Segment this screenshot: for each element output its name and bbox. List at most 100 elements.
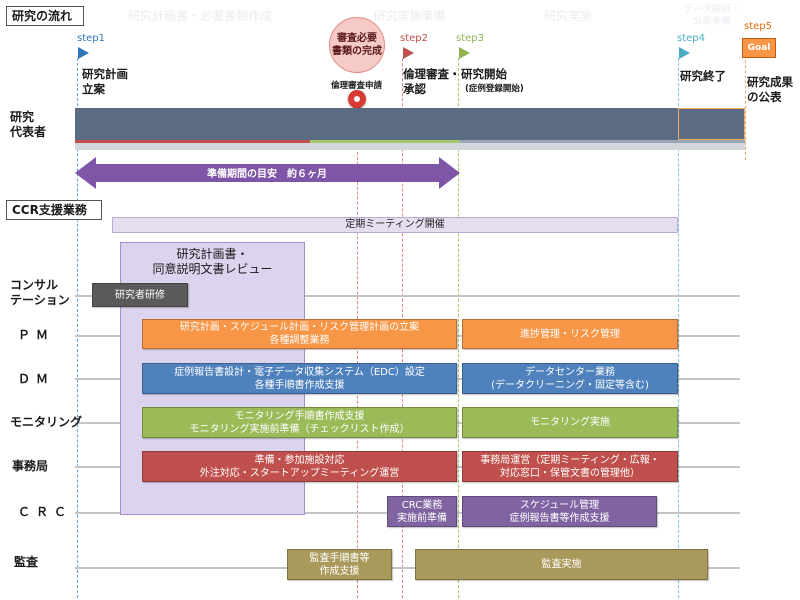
bar-text: 準備・参加施設対応 <box>254 454 345 466</box>
audit-row-label: 監査 <box>14 555 38 570</box>
label-line: ＣＲＣ <box>18 505 73 519</box>
office-operation-bar: 事務局運営（定期ミーティング・広報・ 対応窓口・保管文書の管理他） <box>462 451 678 482</box>
caption-line: 倫理審査・ <box>403 67 461 81</box>
caption-line: 立案 <box>82 82 105 96</box>
bar-text: 症例報告書設計・電子データ収集システム（EDC）設定 <box>174 366 425 378</box>
pm-planning-bar: 研究計画・スケジュール計画・リスク管理計画の立案 各種調整業務 <box>142 319 457 349</box>
bar-text: 各種調整業務 <box>269 335 330 346</box>
bar-text: スケジュール管理 <box>519 499 600 511</box>
label-line: 研究 <box>10 110 35 124</box>
step2-flag-icon <box>403 47 414 59</box>
monitoring-prep-bar: モニタリング手順書作成支援 モニタリング実施前準備（チェックリスト作成） <box>142 407 457 438</box>
crc-support-bar: スケジュール管理 症例報告書等作成支援 <box>462 496 657 527</box>
monitoring-execution-bar: モニタリング実施 <box>462 407 678 438</box>
label-line: モニタリング <box>10 415 83 429</box>
protocol-review-label: 研究計画書・ 同意説明文書レビュー <box>120 247 305 277</box>
bar-text: 外注対応・スタートアップミーティング運営 <box>199 467 400 479</box>
bar-text: CRC業務 <box>401 499 443 511</box>
phase-text: 公表準備 <box>692 16 731 27</box>
map-pin-icon-dot <box>354 96 360 102</box>
researcher-training-bar: 研究者研修 <box>92 283 188 307</box>
label-line: ＤＭ <box>18 372 55 386</box>
step1-label: step1 <box>77 33 105 44</box>
step5-caption: 研究成果 の公表 <box>747 75 793 105</box>
bar-text: 進捗管理・リスク管理 <box>520 328 620 340</box>
consultation-row-line <box>75 295 740 297</box>
preparation-stripe <box>310 140 460 143</box>
representative-timeline-bar <box>75 108 745 140</box>
caption-line: 研究計画 <box>82 67 128 81</box>
audit-execution-bar: 監査実施 <box>415 549 708 580</box>
audit-row-line <box>75 567 740 569</box>
step5-label: step5 <box>744 21 772 32</box>
step4-flag-icon <box>679 47 690 59</box>
label-line: テーション <box>10 293 70 307</box>
label-line: ＰＭ <box>18 328 55 342</box>
phase-text: 研究実施準備 <box>373 8 446 23</box>
crc-prep-bar: CRC業務 実施前準備 <box>387 496 457 527</box>
label-line: 監査 <box>14 555 39 569</box>
step2-label: step2 <box>400 33 428 44</box>
phase-text: 研究実施 <box>543 8 592 23</box>
audit-prep-bar: 監査手順書等 作成支援 <box>287 549 392 580</box>
caption-line: の公表 <box>747 90 782 104</box>
dm-datacenter-bar: データセンター業務 (データクリーニング・固定等含む) <box>462 363 678 394</box>
goal-badge: Goal <box>742 38 776 58</box>
review-timeline-line <box>357 112 358 598</box>
phase-analysis-label: データ解析・ 公表準備 <box>679 0 745 32</box>
bubble-line: 書類の完成 <box>332 46 382 57</box>
caption-line: 研究成果 <box>747 75 793 89</box>
ccr-support-title: CCR支援業務 <box>6 200 102 220</box>
step5-timeline-line <box>745 60 746 160</box>
planning-stripe <box>75 140 310 143</box>
step1-caption: 研究計画 立案 <box>82 67 128 97</box>
pm-row-label: ＰＭ <box>18 328 54 343</box>
bar-text: データセンター業務 <box>525 366 615 378</box>
final-phase-frame <box>678 108 745 140</box>
phase-text: 研究計画書・必要書類作成 <box>127 8 272 23</box>
pm-progress-bar: 進捗管理・リスク管理 <box>462 319 678 349</box>
office-prep-bar: 準備・参加施設対応 外注対応・スタートアップミーティング運営 <box>142 451 457 482</box>
step4-label: step4 <box>677 33 705 44</box>
bar-text: 事務局運営（定期ミーティング・広報・ <box>480 454 660 466</box>
step1-flag-icon <box>78 47 89 59</box>
step3-flag-icon <box>459 47 470 59</box>
execution-stripe <box>460 140 745 143</box>
bar-text: 症例報告書等作成支援 <box>509 512 610 524</box>
label-line: 代表者 <box>10 125 47 139</box>
bar-text: モニタリング実施 <box>530 417 610 428</box>
phase-text: データ解析・ <box>683 4 741 15</box>
double-arrow-shape <box>75 157 460 189</box>
bar-text: モニタリング実施前準備（チェックリスト作成） <box>189 423 410 435</box>
review-documents-bubble: 審査必要 書類の完成 <box>329 17 385 73</box>
crc-row-label: ＣＲＣ <box>18 505 72 520</box>
bar-text: 対応窓口・保管文書の管理他） <box>500 467 640 479</box>
office-row-label: 事務局 <box>12 459 48 474</box>
bar-text: 各種手順書作成支援 <box>254 379 345 391</box>
step1-timeline-line <box>77 58 78 598</box>
bar-text: 監査手順書等 <box>309 552 370 564</box>
caption-line: 研究開始 <box>461 67 507 81</box>
phase-preparation-label: 研究実施準備 <box>352 0 467 32</box>
step3-subcaption: (症例登録開始) <box>465 84 524 94</box>
step4-timeline-line <box>678 58 679 598</box>
regular-meeting-bar: 定期ミーティング開催 <box>112 217 678 233</box>
bar-text: 監査実施 <box>541 559 582 570</box>
step4-caption: 研究終了 <box>680 69 726 84</box>
bar-text: 研究者研修 <box>115 289 165 301</box>
research-flow-title: 研究の流れ <box>6 6 84 26</box>
dm-row-label: ＤＭ <box>18 372 54 387</box>
ethics-submission-label: 倫理審査申請 <box>331 81 383 91</box>
bar-text: (データクリーニング・固定等含む) <box>491 379 649 391</box>
label-line: 事務局 <box>12 459 49 473</box>
monitoring-row-label: モニタリング <box>10 415 82 430</box>
caption-line: 承認 <box>403 82 426 96</box>
caption-line: 研究終了 <box>680 69 726 83</box>
dm-design-bar: 症例報告書設計・電子データ収集システム（EDC）設定 各種手順書作成支援 <box>142 363 457 394</box>
step3-label: step3 <box>456 33 484 44</box>
bar-text: 実施前準備 <box>397 512 447 524</box>
step3-timeline-line <box>458 58 459 598</box>
label-line: コンサル <box>10 278 59 292</box>
bubble-line: 審査必要 <box>337 33 377 44</box>
bar-text: 作成支援 <box>319 565 360 577</box>
